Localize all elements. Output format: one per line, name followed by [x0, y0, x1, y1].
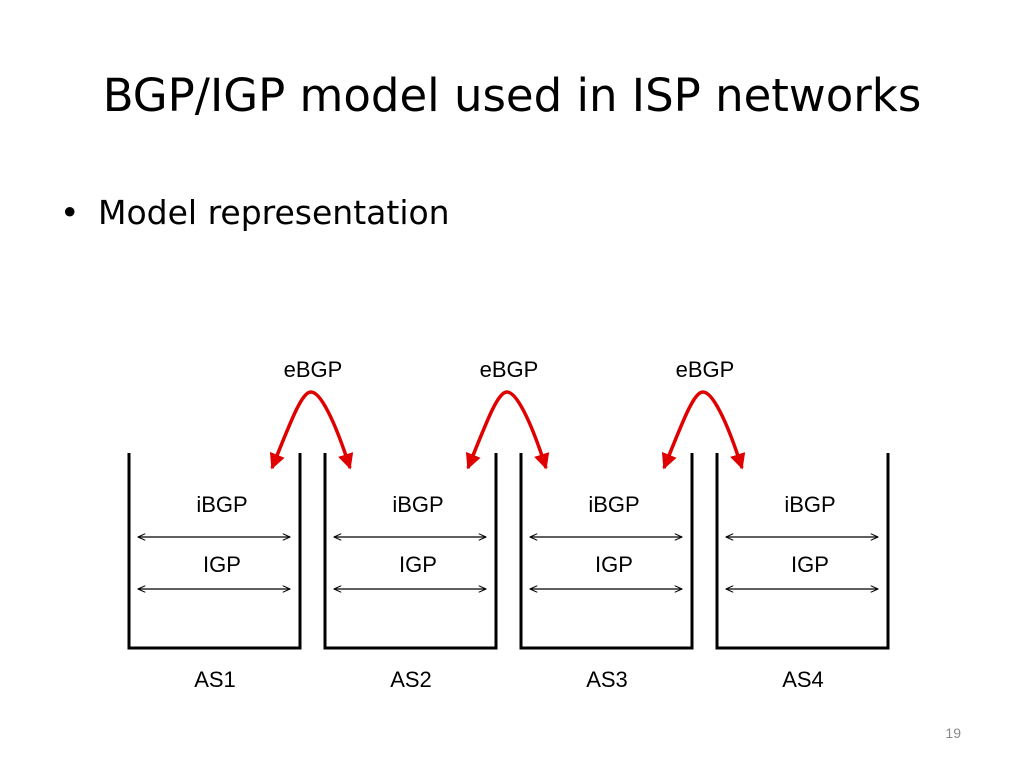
as-name: AS2 [390, 667, 432, 692]
as-container-4 [715, 453, 890, 650]
as-box-4: iBGP IGP AS4 [715, 453, 890, 692]
bullet-text: Model representation [98, 193, 450, 232]
ebgp-label-1: eBGP [284, 357, 343, 382]
as-box-2: iBGP IGP AS2 [323, 453, 498, 692]
page-number: 19 [945, 725, 961, 741]
slide-title: BGP/IGP model used in ISP networks [102, 69, 922, 122]
igp-label: IGP [203, 552, 241, 577]
ibgp-label: iBGP [392, 492, 443, 517]
ebgp-arrow-as2-as3 [465, 390, 550, 470]
ebgp-arrow-as3-as4 [661, 390, 746, 470]
ebgp-label-2: eBGP [480, 357, 539, 382]
bullet-dot-icon: • [60, 193, 80, 232]
ebgp-arrow-as1-as2 [269, 390, 354, 470]
igp-label: IGP [595, 552, 633, 577]
ibgp-label: iBGP [784, 492, 835, 517]
ibgp-label: iBGP [196, 492, 247, 517]
as-box-1: iBGP IGP AS1 [127, 453, 302, 692]
ibgp-label: iBGP [588, 492, 639, 517]
bullet-item: • Model representation [60, 190, 450, 236]
as-name: AS1 [194, 667, 236, 692]
as-name: AS4 [782, 667, 824, 692]
igp-label: IGP [399, 552, 437, 577]
as-container-3 [519, 453, 694, 650]
as-name: AS3 [586, 667, 628, 692]
ebgp-label-3: eBGP [676, 357, 735, 382]
as-container-2 [323, 453, 498, 650]
as-box-3: iBGP IGP AS3 [519, 453, 694, 692]
as-container-1 [127, 453, 302, 650]
igp-label: IGP [791, 552, 829, 577]
